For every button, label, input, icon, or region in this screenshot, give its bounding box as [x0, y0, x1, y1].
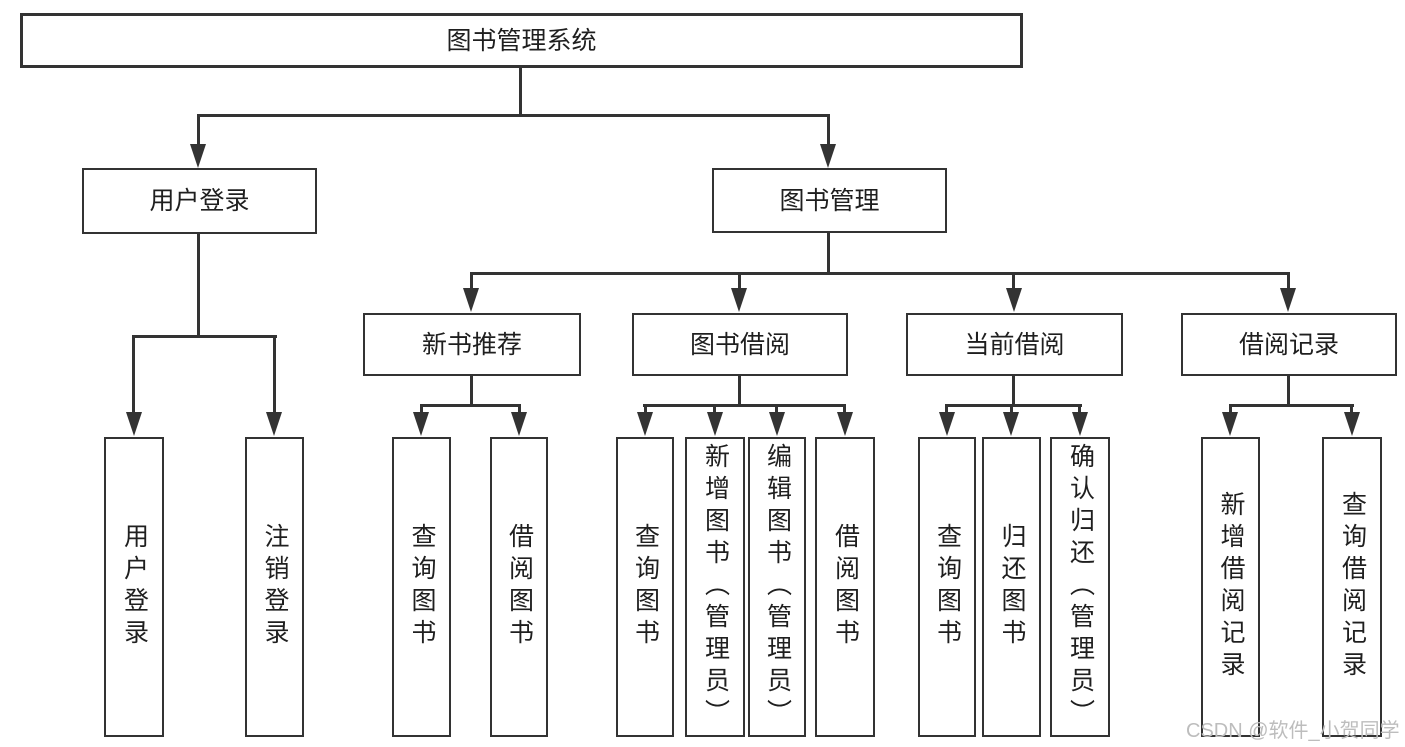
- connector-stem-borrow-recommend: [518, 404, 521, 414]
- connector-stem-query-borrowing: [644, 404, 647, 414]
- connector-root-trunk: [519, 68, 522, 116]
- arrowhead-leaf-logout: [266, 412, 282, 436]
- connector-stem-return-books: [1010, 404, 1013, 414]
- connector-records-trunk: [1287, 376, 1290, 406]
- leaf-label: 用户登录: [120, 523, 149, 651]
- watermark: CSDN @软件_小贺同学: [1186, 720, 1400, 742]
- connector-new-book-trunk: [470, 375, 473, 406]
- arrowhead-confirm-return: [1072, 412, 1088, 436]
- leaf-label: 借阅图书: [505, 523, 534, 651]
- arrowhead-new-book: [463, 288, 479, 312]
- connector-records-branch: [1229, 404, 1354, 407]
- arrowhead-add-book: [707, 412, 723, 436]
- leaf-label: 查询图书: [631, 523, 660, 651]
- connector-borrowing-trunk: [738, 376, 741, 406]
- leaf-edit-book-admin: 编辑图书（管理员）: [748, 437, 806, 737]
- node-borrowing-records: 借阅记录: [1181, 313, 1397, 376]
- arrowhead-query-record: [1344, 412, 1360, 436]
- node-label: 新书推荐: [421, 330, 522, 359]
- connector-stem-borrow-book: [843, 404, 846, 414]
- connector-stem-user-login: [197, 114, 200, 146]
- node-library-management-system: 图书管理系统: [20, 13, 1023, 68]
- arrowhead-borrow-recommend: [511, 412, 527, 436]
- connector-user-login-trunk: [197, 234, 200, 336]
- connector-stem-leaf-user-login: [132, 335, 135, 414]
- node-book-borrowing: 图书借阅: [632, 313, 848, 376]
- arrowhead-query-recommend: [413, 412, 429, 436]
- connector-level2-branch: [197, 114, 830, 117]
- arrowhead-records: [1280, 288, 1296, 312]
- node-label: 借阅记录: [1238, 330, 1339, 359]
- leaf-label: 借阅图书: [831, 523, 860, 651]
- leaf-query-borrow-record: 查询借阅记录: [1322, 437, 1382, 737]
- node-book-management: 图书管理: [712, 168, 947, 233]
- node-label: 用户登录: [149, 187, 250, 215]
- connector-stem-query-current: [945, 404, 948, 414]
- leaf-add-borrow-record: 新增借阅记录: [1201, 437, 1260, 737]
- node-label: 图书管理: [779, 186, 880, 215]
- connector-new-book-branch: [420, 404, 521, 407]
- connector-stem-current: [1012, 272, 1015, 290]
- leaf-query-books-borrowing: 查询图书: [616, 437, 674, 737]
- leaf-borrow-books-recommend: 借阅图书: [490, 437, 548, 737]
- connector-borrowing-branch: [643, 404, 846, 407]
- connector-current-trunk: [1012, 376, 1015, 406]
- arrowhead-borrowing: [731, 288, 747, 312]
- connector-stem-add-record: [1229, 404, 1232, 414]
- connector-stem-records: [1287, 272, 1290, 290]
- leaf-logout: 注销登录: [245, 437, 304, 737]
- leaf-label: 确认归还（管理员）: [1066, 443, 1095, 731]
- arrowhead-leaf-user-login: [126, 412, 142, 436]
- arrowhead-book-management: [820, 144, 836, 168]
- arrowhead-current: [1006, 288, 1022, 312]
- arrowhead-query-current: [939, 412, 955, 436]
- arrowhead-query-borrowing: [637, 412, 653, 436]
- connector-stem-book-management: [827, 114, 830, 146]
- connector-user-login-branch: [132, 335, 277, 338]
- leaf-label: 新增借阅记录: [1217, 491, 1245, 683]
- connector-stem-new-book: [470, 272, 473, 290]
- arrowhead-borrow-book: [837, 412, 853, 436]
- connector-level3-branch: [470, 272, 1290, 275]
- connector-stem-confirm-return: [1078, 404, 1081, 414]
- leaf-borrow-books-borrowing: 借阅图书: [815, 437, 875, 737]
- node-current-borrowing: 当前借阅: [906, 313, 1123, 376]
- arrowhead-return-books: [1003, 412, 1019, 436]
- arrowhead-user-login: [190, 144, 206, 168]
- leaf-add-book-admin: 新增图书（管理员）: [685, 437, 745, 737]
- leaf-label: 归还图书: [998, 523, 1026, 651]
- connector-book-management-trunk: [827, 233, 830, 274]
- node-new-book-recommendation: 新书推荐: [363, 313, 581, 376]
- node-label: 当前借阅: [964, 330, 1065, 359]
- connector-stem-borrowing: [738, 272, 741, 290]
- leaf-query-books-current: 查询图书: [918, 437, 976, 737]
- leaf-query-books-recommend: 查询图书: [392, 437, 451, 737]
- leaf-label: 查询图书: [933, 523, 962, 651]
- leaf-label: 编辑图书（管理员）: [763, 443, 792, 731]
- leaf-user-login: 用户登录: [104, 437, 164, 737]
- arrowhead-edit-book: [769, 412, 785, 436]
- leaf-label: 查询图书: [408, 523, 436, 651]
- connector-stem-leaf-logout: [273, 335, 276, 414]
- leaf-confirm-return-admin: 确认归还（管理员）: [1050, 437, 1110, 737]
- connector-stem-add-book: [713, 404, 716, 414]
- connector-current-branch: [945, 404, 1082, 407]
- arrowhead-add-record: [1222, 412, 1238, 436]
- connector-stem-query-record: [1350, 404, 1353, 414]
- connector-stem-edit-book: [775, 404, 778, 414]
- leaf-label: 查询借阅记录: [1338, 491, 1367, 683]
- node-label: 图书借阅: [689, 330, 790, 359]
- leaf-label: 注销登录: [261, 523, 289, 651]
- node-label: 图书管理系统: [446, 26, 597, 55]
- connector-stem-query-recommend: [420, 404, 423, 414]
- leaf-label: 新增图书（管理员）: [701, 443, 730, 731]
- node-user-login: 用户登录: [82, 168, 317, 234]
- leaf-return-books: 归还图书: [982, 437, 1041, 737]
